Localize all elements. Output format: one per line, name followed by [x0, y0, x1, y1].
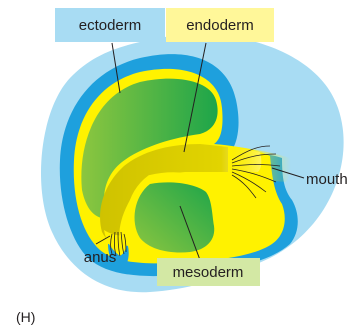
mesoderm-lower: [135, 182, 215, 252]
panel-label: (H): [16, 309, 35, 325]
mesoderm-label: mesoderm: [173, 264, 244, 281]
mouth-label: mouth: [306, 171, 348, 188]
anus-label: anus: [84, 249, 117, 266]
endoderm-label: endoderm: [186, 17, 254, 34]
ectoderm-label: ectoderm: [79, 17, 142, 34]
